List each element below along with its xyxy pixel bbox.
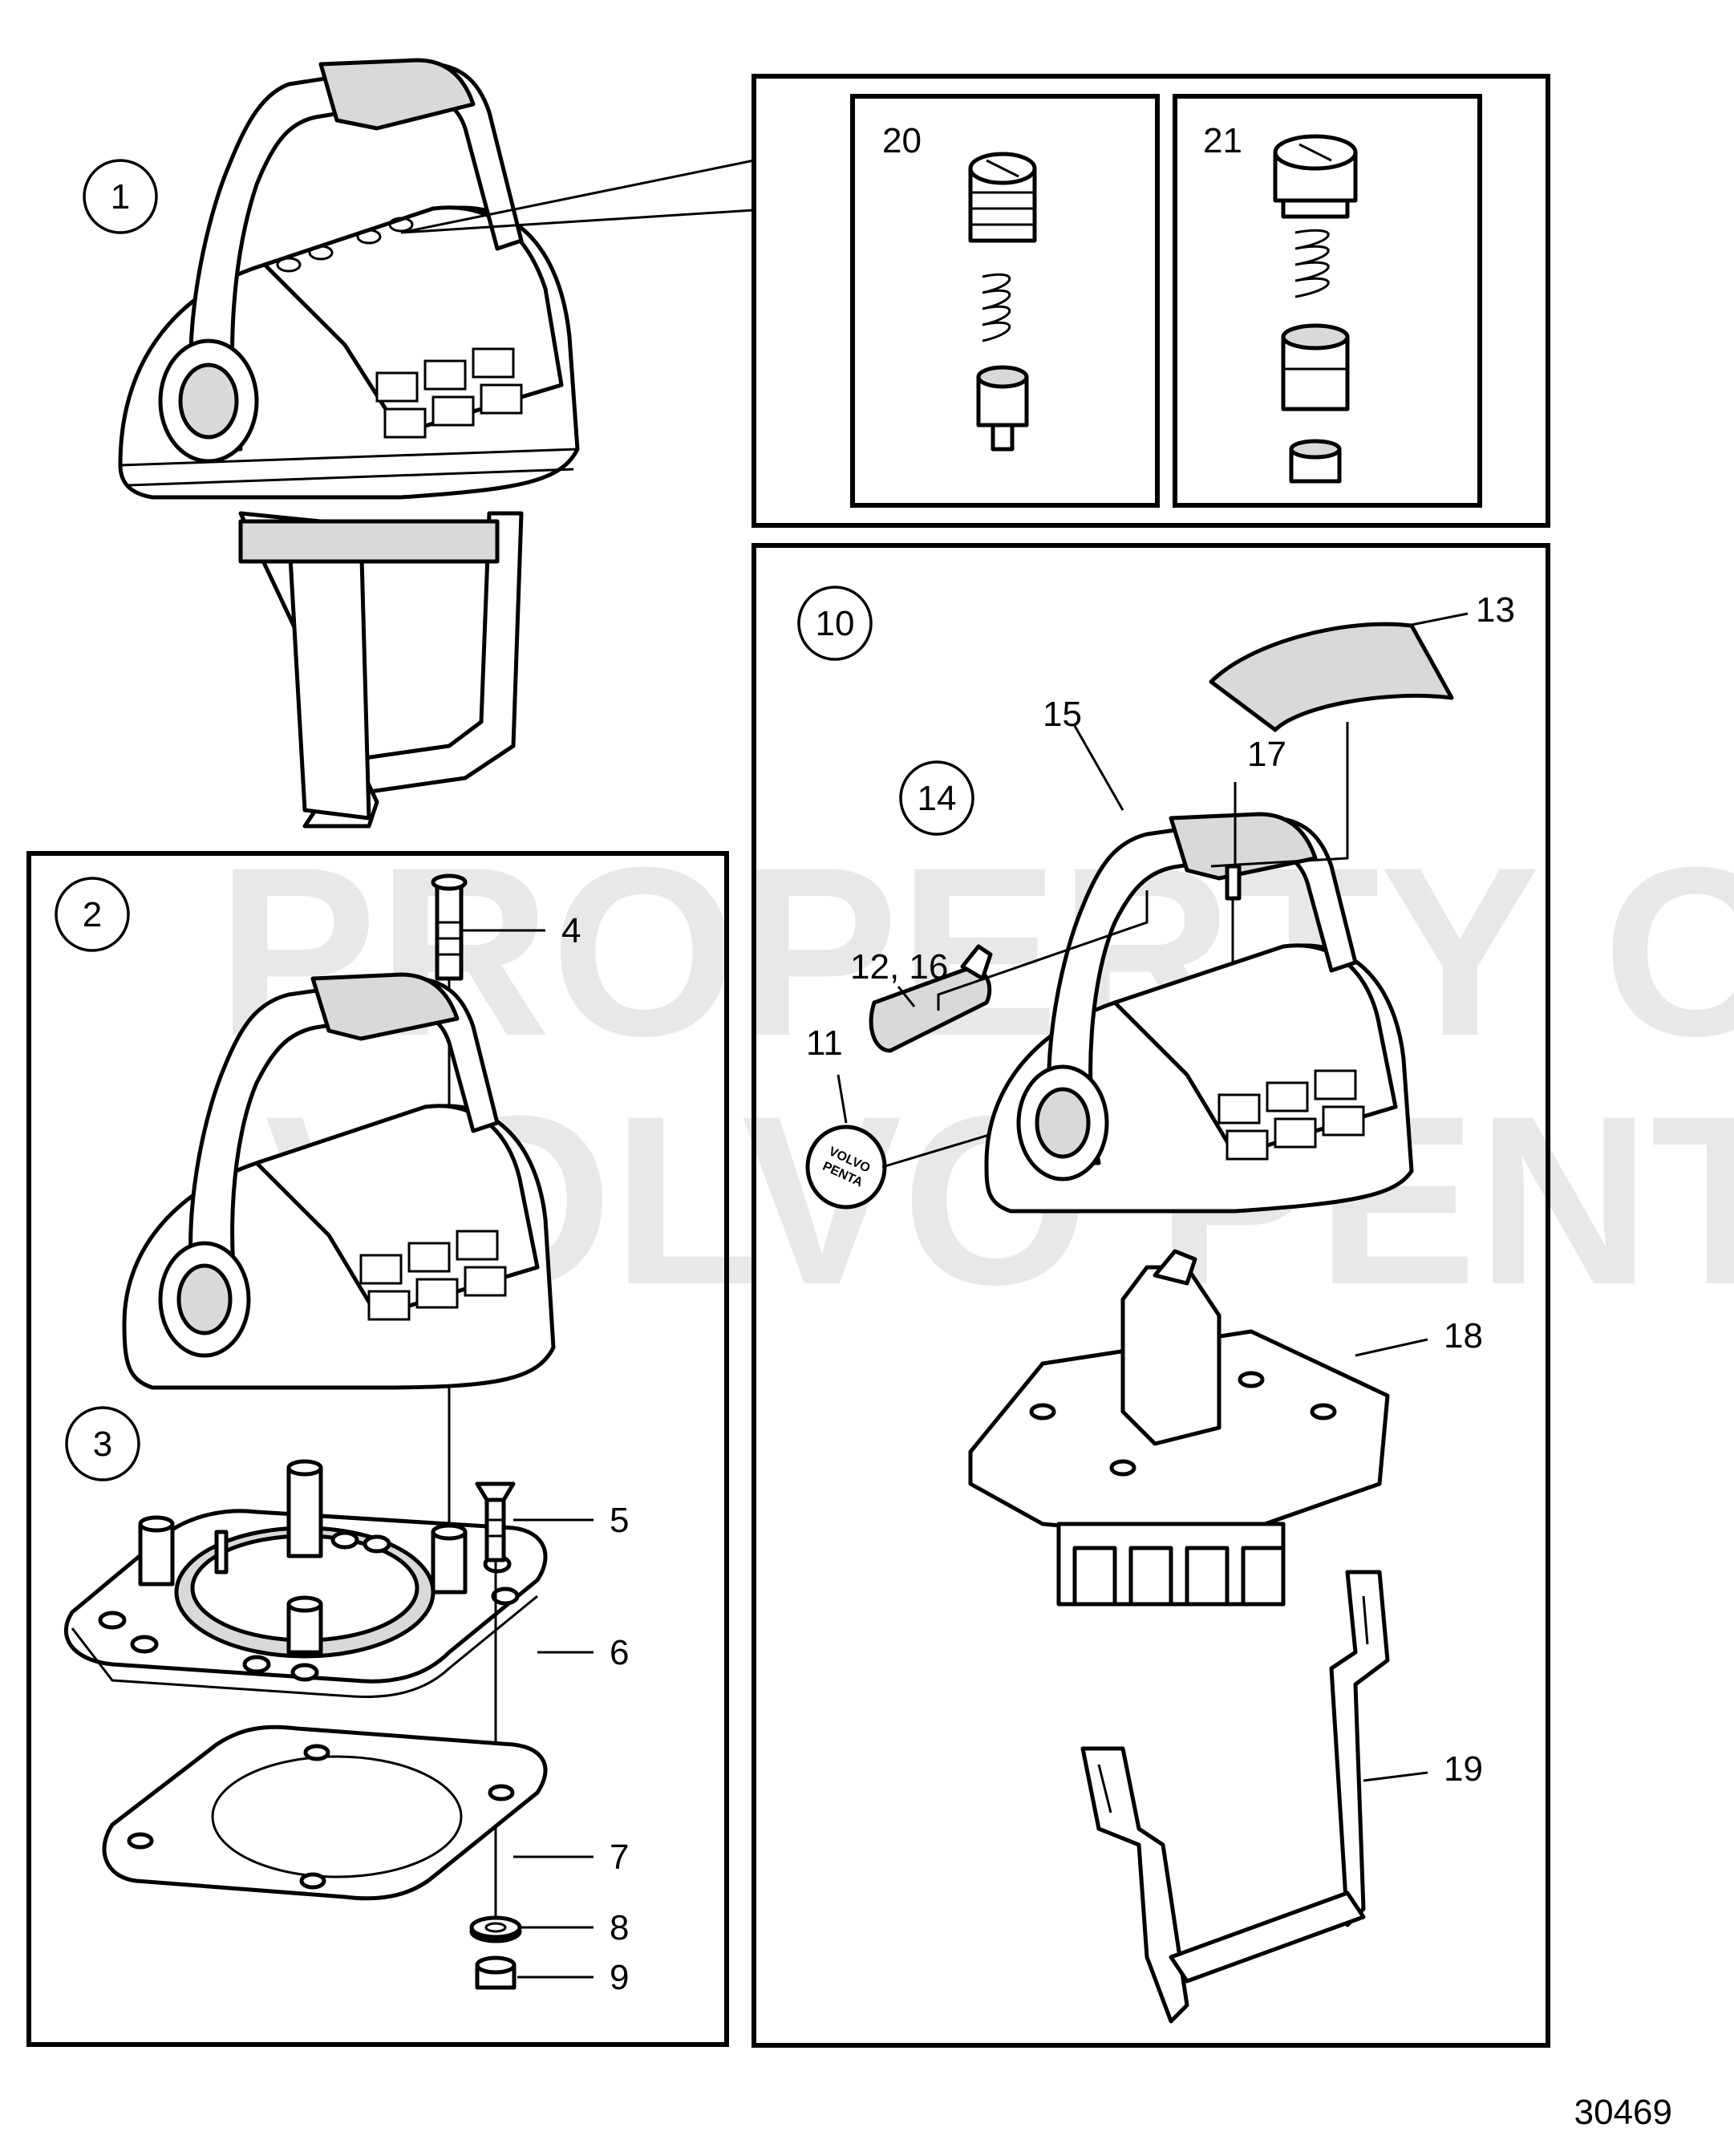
callout-20: 20 bbox=[882, 121, 922, 160]
lever-pad-icon bbox=[1209, 622, 1454, 732]
mounting-gasket-icon bbox=[102, 1724, 548, 1990]
callout-7: 7 bbox=[610, 1838, 629, 1877]
detent-screw-kit-icon bbox=[968, 152, 1037, 452]
leader-lines bbox=[461, 612, 1469, 1979]
callout-15: 15 bbox=[1043, 695, 1082, 734]
frame-kit-2 bbox=[26, 851, 729, 2047]
callout-17: 17 bbox=[1247, 735, 1286, 774]
frame-kit-10 bbox=[752, 543, 1550, 2048]
callout-18: 18 bbox=[1444, 1316, 1483, 1356]
callout-2: 2 bbox=[83, 895, 102, 934]
leader-to-detail-upper bbox=[400, 159, 755, 234]
callout-8: 8 bbox=[610, 1908, 629, 1947]
detail-frame-21 bbox=[1173, 94, 1482, 508]
callout-12-16: 12, 16 bbox=[850, 947, 948, 987]
detail-frame-20 bbox=[850, 94, 1160, 508]
callout-13: 13 bbox=[1476, 590, 1515, 630]
detent-kit-icon bbox=[1273, 134, 1358, 484]
callout-circles bbox=[55, 159, 974, 1481]
detail-frame-detents bbox=[752, 74, 1550, 528]
callout-6: 6 bbox=[610, 1633, 629, 1672]
callout-10: 10 bbox=[816, 604, 855, 643]
lever-bracket-icon bbox=[1080, 1570, 1390, 2024]
callout-14: 14 bbox=[918, 779, 957, 818]
control-unit-icon bbox=[968, 1249, 1390, 1607]
callout-11: 11 bbox=[806, 1023, 843, 1063]
control-head-kit-icon bbox=[984, 812, 1414, 1214]
control-lever-assembly-icon bbox=[118, 58, 580, 829]
leader-to-detail-lower bbox=[400, 209, 755, 234]
callout-21: 21 bbox=[1203, 121, 1242, 160]
callout-4: 4 bbox=[561, 911, 581, 950]
callout-3: 3 bbox=[93, 1424, 112, 1464]
callout-19: 19 bbox=[1444, 1749, 1483, 1789]
mounting-plate-icon bbox=[63, 1388, 548, 1925]
callout-5: 5 bbox=[610, 1501, 629, 1540]
drawing-number: 30469 bbox=[1574, 2093, 1672, 2132]
control-head-icon bbox=[122, 873, 556, 1390]
callout-1: 1 bbox=[111, 177, 130, 217]
callout-9: 9 bbox=[610, 1958, 629, 1997]
